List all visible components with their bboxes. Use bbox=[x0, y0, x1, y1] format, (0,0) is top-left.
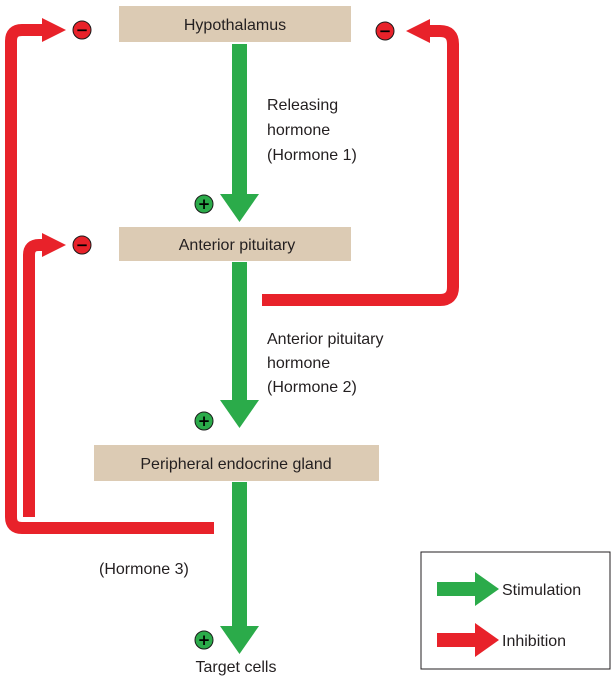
hormone1-line-2: hormone bbox=[267, 122, 330, 139]
stimulation-shaft-1 bbox=[232, 44, 247, 196]
stimulation-shaft-2 bbox=[232, 262, 247, 402]
plus-sign-1: + bbox=[194, 194, 214, 214]
stimulation-arrowhead-1 bbox=[220, 194, 259, 222]
inhibition-path-gland-to-hypothalamus bbox=[5, 24, 214, 534]
target-cells-label: Target cells bbox=[196, 659, 277, 676]
hormone1-line-3: (Hormone 1) bbox=[267, 147, 357, 164]
legend: Stimulation Inhibition bbox=[420, 551, 611, 670]
minus-sign-3: − bbox=[72, 235, 92, 255]
svg-text:−: − bbox=[76, 21, 89, 39]
peripheral-gland-label: Peripheral endocrine gland bbox=[140, 456, 331, 473]
hypothalamus-box: Hypothalamus bbox=[119, 6, 351, 42]
svg-text:+: + bbox=[198, 631, 211, 649]
stimulation-shaft-3 bbox=[232, 482, 247, 628]
stimulation-arrowhead-3 bbox=[220, 626, 259, 654]
legend-stimulation-label: Stimulation bbox=[502, 582, 581, 599]
plus-sign-2: + bbox=[194, 411, 214, 431]
anterior-pituitary-label: Anterior pituitary bbox=[179, 237, 296, 254]
hormone1-label: Releasing hormone (Hormone 1) bbox=[267, 97, 357, 164]
hormone2-line-1: Anterior pituitary bbox=[267, 331, 384, 348]
hormone1-line-1: Releasing bbox=[267, 97, 338, 114]
plus-sign-3: + bbox=[194, 630, 214, 650]
inhibition-arrowhead-pituitary bbox=[42, 233, 66, 257]
inhibition-path-pituitary-to-hypothalamus bbox=[262, 25, 459, 306]
svg-text:+: + bbox=[198, 195, 211, 213]
hormone2-line-2: hormone bbox=[267, 355, 330, 372]
inhibition-arrowhead-hypothalamus-right bbox=[406, 19, 430, 43]
hormone2-label: Anterior pituitary hormone (Hormone 2) bbox=[267, 331, 384, 396]
svg-text:+: + bbox=[198, 412, 211, 430]
stimulation-arrowhead-2 bbox=[220, 400, 259, 428]
hypothalamus-label: Hypothalamus bbox=[184, 17, 286, 34]
hormone3-label: (Hormone 3) bbox=[99, 561, 189, 578]
svg-text:−: − bbox=[76, 236, 89, 254]
minus-sign-2: − bbox=[375, 21, 395, 41]
legend-stimulation-arrow bbox=[437, 572, 499, 606]
legend-box bbox=[420, 551, 611, 670]
legend-inhibition-label: Inhibition bbox=[502, 633, 566, 650]
inhibition-path-gland-to-pituitary bbox=[23, 239, 44, 517]
peripheral-gland-box: Peripheral endocrine gland bbox=[94, 445, 379, 481]
anterior-pituitary-box: Anterior pituitary bbox=[119, 227, 351, 261]
inhibition-loops bbox=[5, 18, 459, 534]
stimulation-arrows bbox=[220, 44, 259, 654]
svg-text:−: − bbox=[379, 22, 392, 40]
hormone2-line-3: (Hormone 2) bbox=[267, 379, 357, 396]
legend-inhibition-arrow bbox=[437, 623, 499, 657]
minus-sign-1: − bbox=[72, 20, 92, 40]
inhibition-arrowhead-hypothalamus-left bbox=[42, 18, 66, 42]
